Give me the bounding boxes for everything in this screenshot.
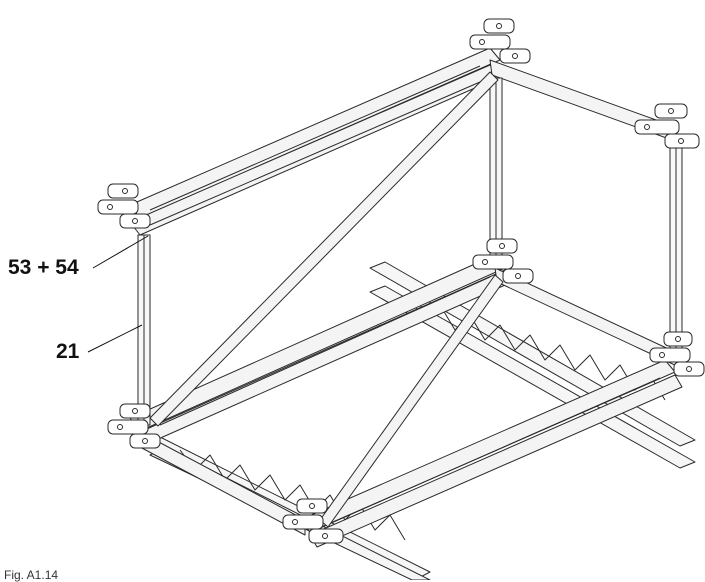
bottom-frame [129, 254, 683, 548]
leader-line-53-54 [92, 235, 149, 269]
leader-line-21 [87, 324, 143, 353]
top-frame [129, 47, 673, 236]
vertical-posts [137, 77, 683, 426]
diagonal-braces [149, 71, 504, 528]
corner-connectors [97, 18, 705, 544]
figure-caption: Fig. A1.14 [4, 568, 59, 582]
callout-53-54: 53 + 54 [8, 256, 79, 279]
callout-21: 21 [56, 340, 80, 363]
